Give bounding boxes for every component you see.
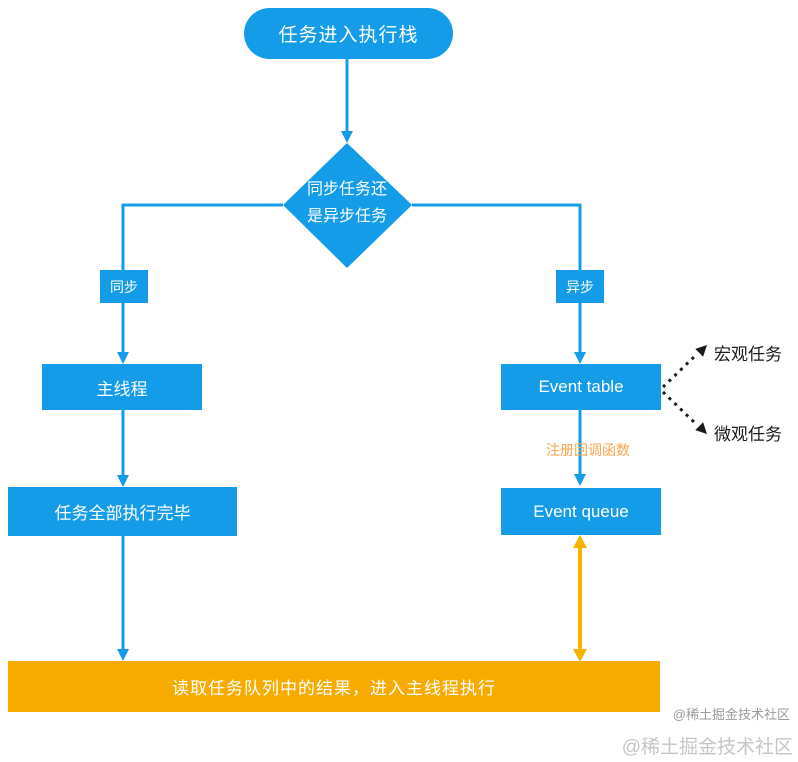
decision-diamond-shape [283, 143, 412, 268]
main-thread-node: 主线程 [42, 364, 202, 410]
async-branch-tag: 异步 [556, 270, 604, 303]
arrow-event-table-to-event-queue [574, 410, 586, 486]
result-bar-node: 读取任务队列中的结果，进入主线程执行 [8, 661, 660, 712]
micro-task-label: 微观任务 [714, 425, 782, 444]
dashed-arrow-to-macro-task [661, 345, 707, 389]
arrow-main-thread-to-all-done [117, 410, 129, 487]
decision-line-2: 是异步任务 [306, 208, 387, 226]
register-callback-label: 注册回调函数 [546, 442, 630, 458]
arrow-start-to-decision [341, 58, 353, 143]
decision-line-1: 同步任务还 [306, 181, 387, 198]
sync-branch-tag: 同步 [100, 270, 148, 303]
watermark-small: @稀土掘金技术社区 [672, 707, 790, 722]
event-table-node: Event table [501, 364, 661, 410]
double-arrow-event-queue-result-bar [573, 535, 587, 662]
decision-node-label: 同步任务还 是异步任务 [283, 176, 411, 236]
event-queue-node: Event queue [501, 488, 661, 535]
arrow-all-done-to-result-bar [117, 536, 129, 661]
all-tasks-done-node: 任务全部执行完毕 [8, 487, 237, 536]
watermark-large: @稀土掘金技术社区 [621, 737, 793, 758]
start-node: 任务进入执行栈 [244, 8, 453, 59]
macro-task-label: 宏观任务 [714, 345, 782, 364]
arrow-async-to-event-table [574, 302, 586, 364]
connector-decision-to-sync [121, 203, 283, 272]
arrow-sync-to-main-thread [117, 302, 129, 364]
connector-decision-to-async [412, 203, 582, 272]
dashed-arrow-to-micro-task [661, 390, 707, 434]
